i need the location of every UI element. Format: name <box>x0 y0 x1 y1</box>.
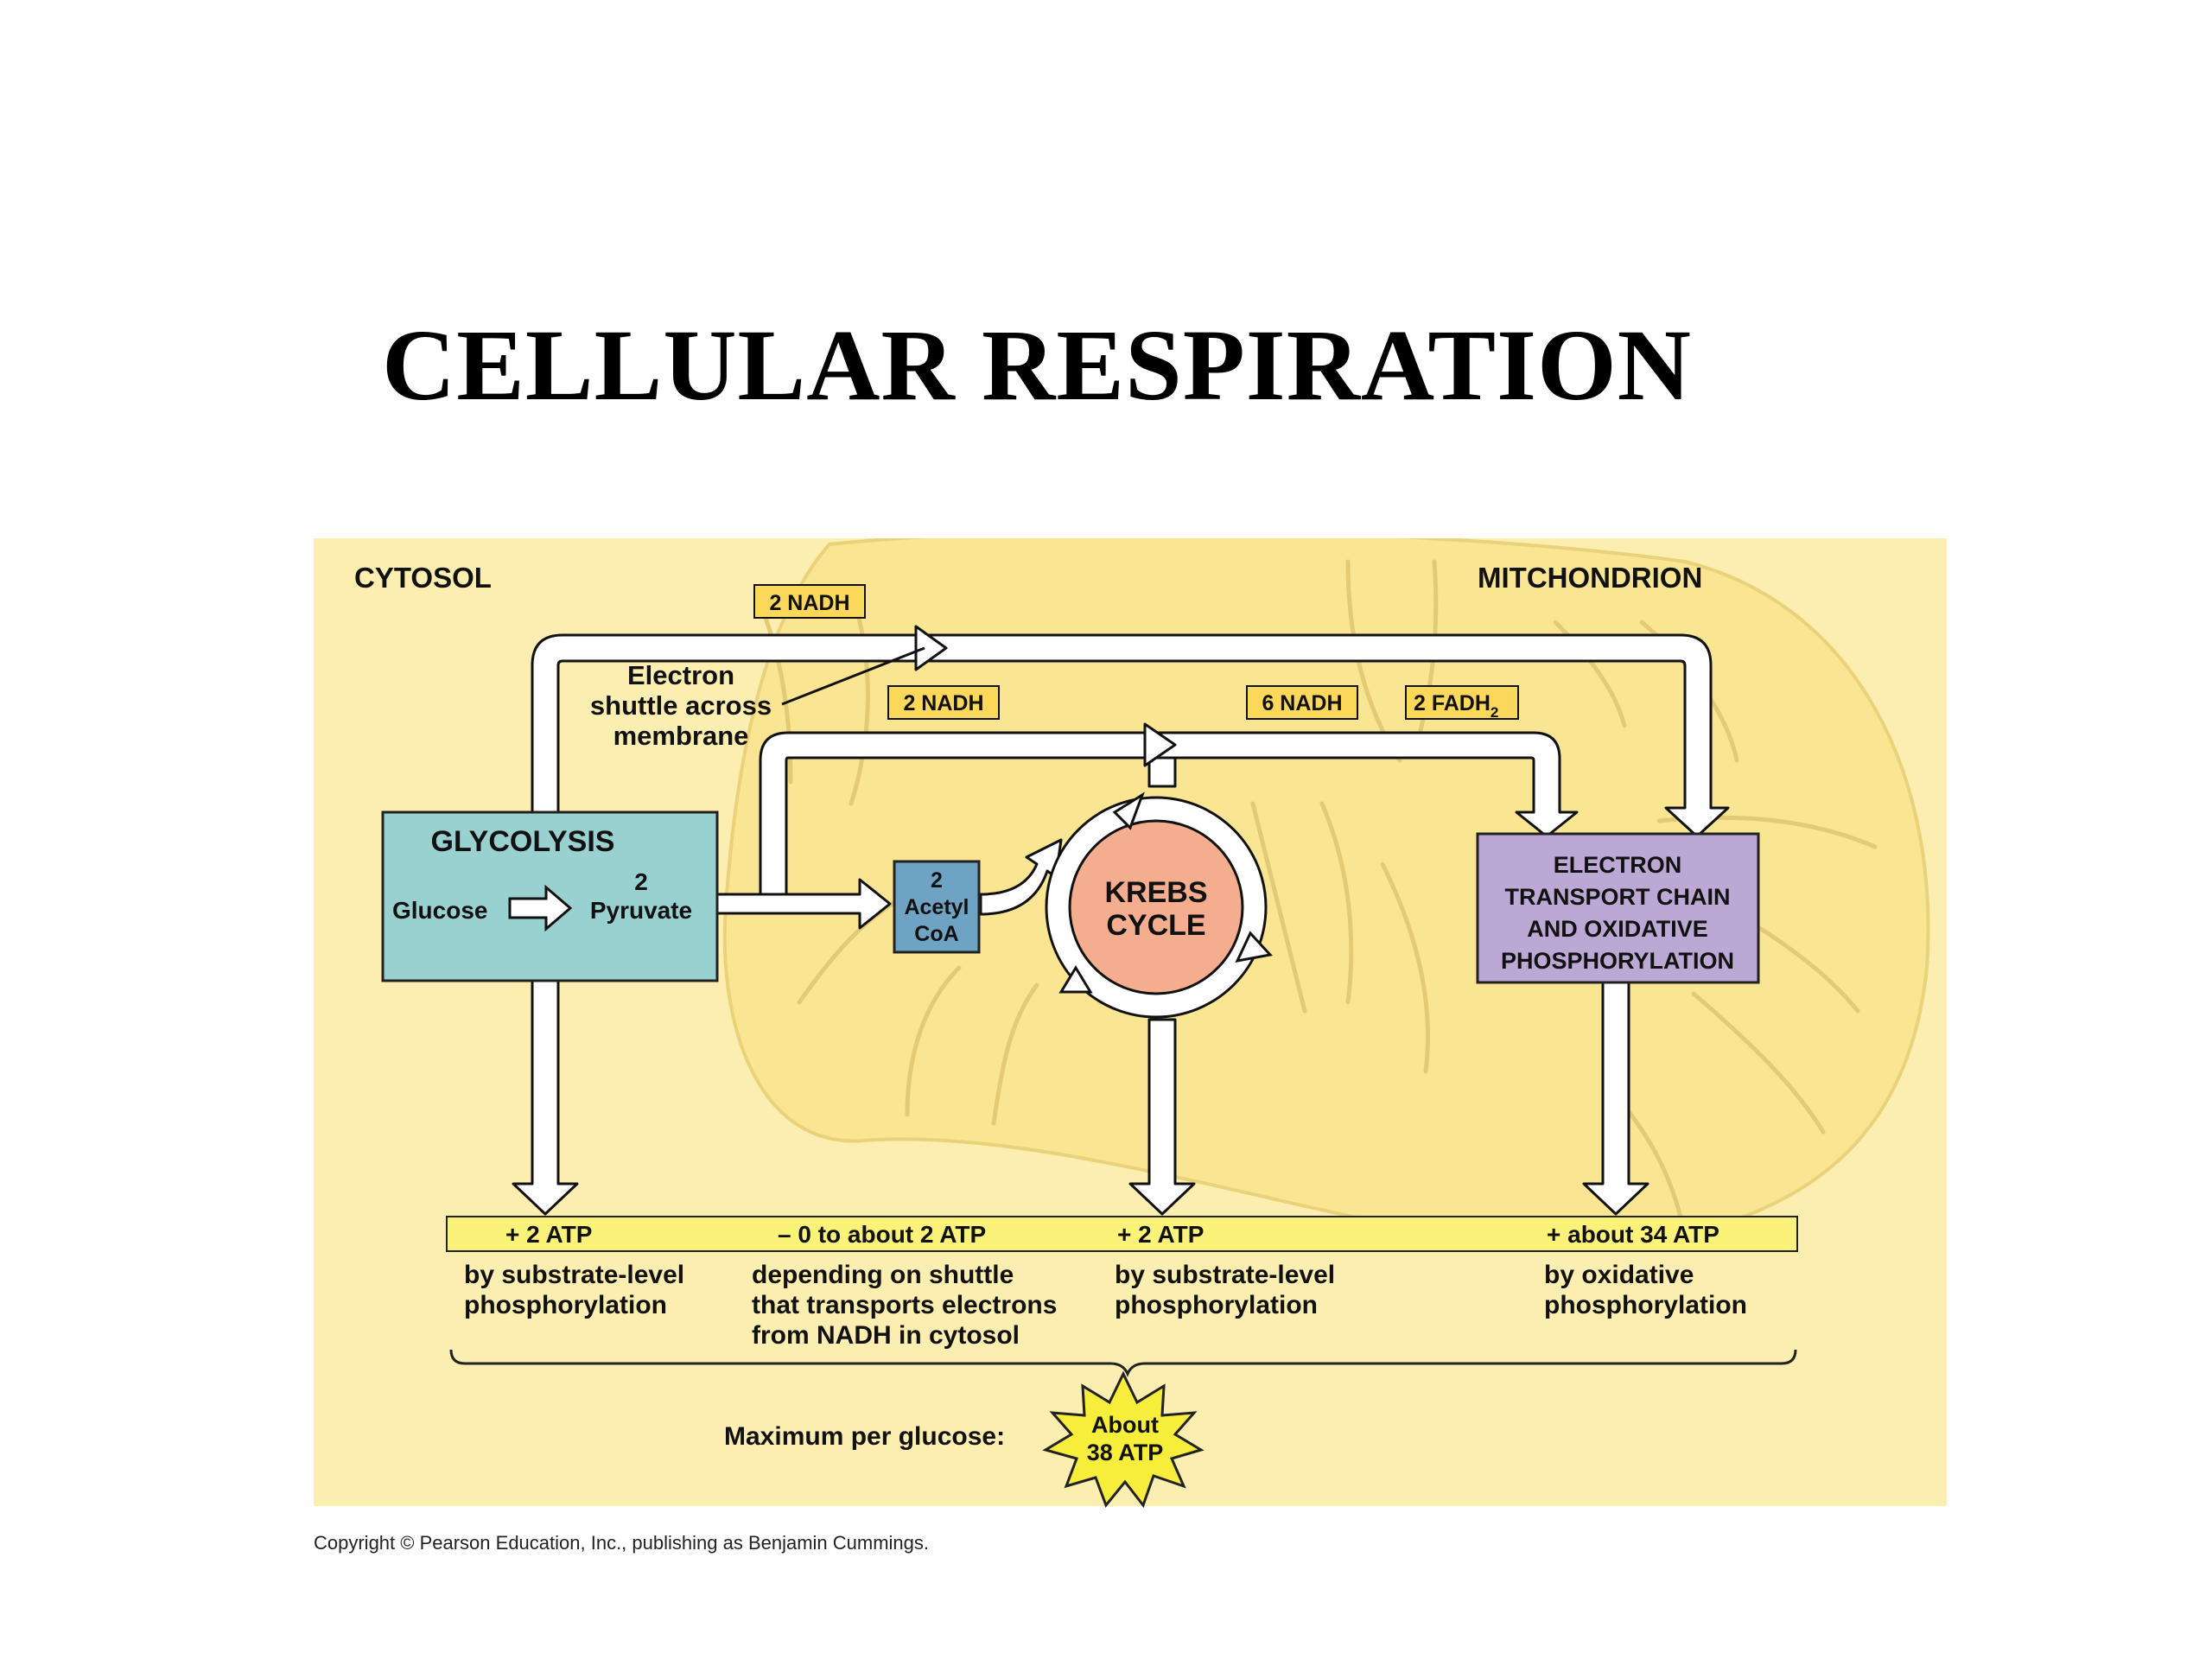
flow-arrows <box>512 633 1730 1216</box>
star-burst <box>1042 1370 1205 1509</box>
atp-note-line: that transports electrons <box>752 1291 1057 1319</box>
etc-line: AND OXIDATIVE <box>1527 916 1708 942</box>
shuttle-arrowhead <box>914 625 948 671</box>
cytosol-label: CYTOSOL <box>354 562 492 594</box>
atp-note-line: phosphorylation <box>464 1291 667 1319</box>
loop-arrowheads <box>914 625 1177 767</box>
glucose-label: Glucose <box>392 897 487 924</box>
krebs-arrowhead <box>1058 965 1093 994</box>
nadh-box-pyruvate <box>887 685 1000 720</box>
shuttle-pointer <box>781 646 925 706</box>
etc-line: ELECTRON <box>1554 852 1682 878</box>
maximum-label: Maximum per glucose: <box>724 1422 1005 1451</box>
krebs-atp-arrow <box>1128 1018 1196 1216</box>
atp-yield: – 0 to about 2 ATP <box>778 1221 986 1248</box>
krebs-label: KREBS <box>1104 876 1207 909</box>
atp-note-line: from NADH in cytosol <box>752 1321 1020 1350</box>
cycle-label: CYCLE <box>1106 909 1205 942</box>
atp-yield: + 2 ATP <box>1117 1221 1204 1248</box>
atp-bar-rect <box>446 1216 1798 1252</box>
star-line: 38 ATP <box>1087 1440 1164 1465</box>
shuttle-note: Electron shuttle across membrane <box>590 660 772 751</box>
etc-atp-arrow <box>1582 979 1649 1216</box>
max-atp-star: About 38 ATP <box>1042 1370 1205 1509</box>
etc-line: TRANSPORT CHAIN <box>1505 884 1731 910</box>
krebs-arrowhead <box>1235 931 1273 963</box>
nadh-label-krebs: 6 NADH <box>1262 691 1342 715</box>
krebs-arrowhead <box>1112 791 1145 830</box>
atp-note-line: by oxidative <box>1544 1261 1694 1289</box>
nadh-box-krebs <box>1246 685 1358 720</box>
etc-box: ELECTRON TRANSPORT CHAIN AND OXIDATIVE P… <box>1476 832 1760 984</box>
atp-bar: + 2 ATP – 0 to about 2 ATP + 2 ATP + abo… <box>446 1216 1798 1252</box>
nadh-loop-arrowhead <box>1143 722 1177 767</box>
nadh-box-shuttle <box>753 584 866 619</box>
krebs-cycle: KREBS CYCLE <box>1045 791 1273 1019</box>
atp-note-line: phosphorylation <box>1544 1291 1747 1319</box>
glycolysis-box: GLYCOLYSIS Glucose 2 Pyruvate <box>381 810 719 982</box>
atp-notes: by substrate-level phosphorylation depen… <box>464 1261 1747 1350</box>
pyruvate-arrow <box>711 878 892 930</box>
copyright-text: Copyright © Pearson Education, Inc., pub… <box>314 1532 929 1554</box>
shuttle-note-line: membrane <box>613 721 749 751</box>
acetyl-coa-rect <box>893 860 981 954</box>
pyruvate-count: 2 <box>634 868 648 895</box>
shuttle-arrow <box>531 633 1730 1194</box>
shuttle-note-line: shuttle across <box>590 690 772 721</box>
krebs-core <box>1068 819 1244 995</box>
acetyl-coa-box: 2 Acetyl CoA <box>893 860 981 954</box>
atp-note-line: phosphorylation <box>1115 1291 1318 1319</box>
atp-note-line: by substrate-level <box>464 1261 684 1289</box>
nadh-loop-arrow <box>759 731 1579 900</box>
atp-note-line: depending on shuttle <box>752 1261 1014 1289</box>
coa-label: CoA <box>914 922 958 946</box>
fadh2-label: 2 FADH2 <box>1414 691 1498 721</box>
atp-yield: + about 34 ATP <box>1547 1221 1719 1248</box>
etc-rect <box>1476 832 1760 984</box>
atp-yield: + 2 ATP <box>505 1221 592 1248</box>
total-brace <box>449 1349 1797 1377</box>
acetyl-label: Acetyl <box>904 895 969 919</box>
carrier-boxes: 2 NADH 2 NADH 6 NADH 2 FADH2 <box>753 584 1519 721</box>
shuttle-note-line: Electron <box>627 660 734 690</box>
glycolysis-title: GLYCOLYSIS <box>431 825 615 858</box>
glucose-to-pyruvate-arrow <box>508 884 573 932</box>
glycolysis-atp-arrow <box>512 966 579 1216</box>
star-line: About <box>1091 1412 1159 1438</box>
slide-title: CELLULAR RESPIRATION <box>381 308 1693 422</box>
mitochondrion-label: MITCHONDRION <box>1478 562 1702 594</box>
krebs-nadh-arrow <box>1147 756 1177 788</box>
acetyl-count: 2 <box>931 868 943 893</box>
fadh2-box <box>1405 685 1519 720</box>
atp-note-line: by substrate-level <box>1115 1261 1335 1289</box>
nadh-label-shuttle: 2 NADH <box>769 591 849 615</box>
etc-line: PHOSPHORYLATION <box>1501 948 1734 974</box>
nadh-label-pyruvate: 2 NADH <box>903 691 983 715</box>
pyruvate-label: Pyruvate <box>590 897 692 924</box>
